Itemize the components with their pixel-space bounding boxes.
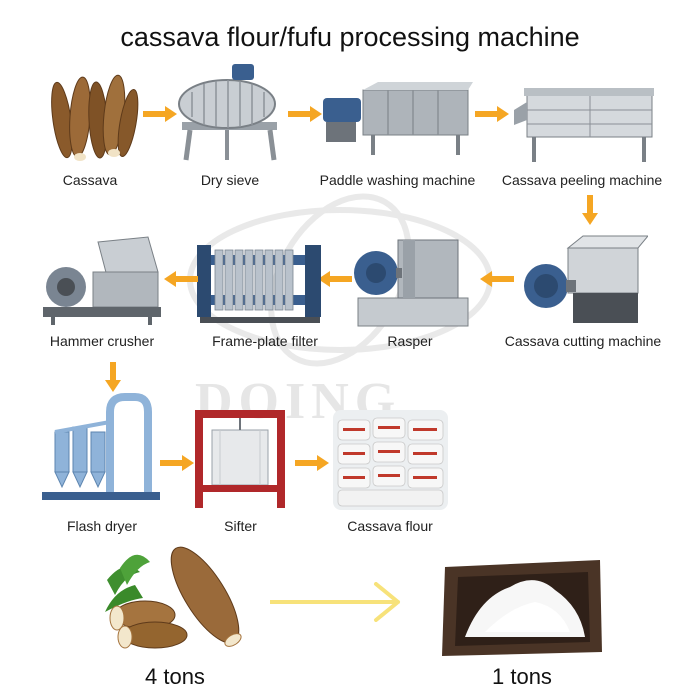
arrow-down-2: [105, 362, 121, 392]
dry-sieve-image: [172, 62, 287, 162]
big-arrow-right: [270, 582, 402, 622]
input-quantity: 4 tons: [145, 664, 205, 689]
label-cassava-peeling-machine: Cassava peeling machine: [501, 172, 663, 188]
label-flash-dryer: Flash dryer: [66, 518, 138, 534]
flash-dryer-image: [40, 392, 160, 507]
arrow-right-5: [295, 455, 329, 471]
sifter-image: [190, 405, 290, 510]
arrow-right-3: [475, 106, 509, 122]
label-paddle-washing-machine: Paddle washing machine: [319, 172, 476, 188]
diagram-title: cassava flour/fufu processing machine: [120, 22, 580, 52]
cassava-flour-bags-image: [333, 410, 448, 510]
label-cassava: Cassava: [62, 172, 118, 188]
frame-plate-filter-image: [195, 240, 325, 325]
arrow-down-1: [582, 195, 598, 225]
output-quantity: 1 tons: [492, 664, 552, 689]
cassava-peeling-machine-image: [512, 80, 657, 165]
cassava-cutting-machine-image: [518, 228, 648, 328]
label-rasper: Rasper: [387, 333, 433, 349]
arrow-left-1: [480, 271, 514, 287]
label-frame-plate-filter: Frame-plate filter: [212, 333, 318, 349]
label-hammer-crusher: Hammer crusher: [49, 333, 155, 349]
arrow-left-3: [164, 271, 198, 287]
label-cassava-flour: Cassava flour: [347, 518, 433, 534]
cassava-roots-image: [95, 540, 255, 650]
arrow-left-2: [318, 271, 352, 287]
label-dry-sieve: Dry sieve: [200, 172, 260, 188]
hammer-crusher-image: [38, 232, 163, 327]
rasper-image: [348, 228, 473, 333]
arrow-right-2: [288, 106, 322, 122]
arrow-right-1: [143, 106, 177, 122]
label-cassava-cutting-machine: Cassava cutting machine: [504, 333, 662, 349]
flour-tray-image: [440, 552, 605, 662]
arrow-right-4: [160, 455, 194, 471]
paddle-washing-machine-image: [318, 80, 473, 160]
label-sifter: Sifter: [224, 518, 257, 534]
cassava-image: [40, 65, 140, 165]
